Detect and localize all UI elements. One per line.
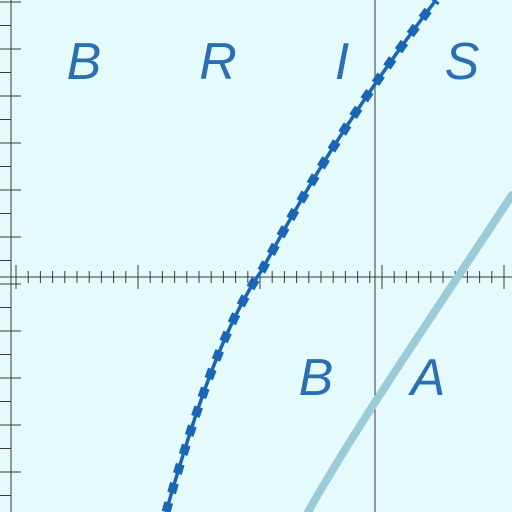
map-label: A [410, 349, 446, 407]
map-label: R [199, 33, 237, 91]
dark-blue-road [164, 0, 438, 512]
horizontal-scale-ticks [15, 265, 505, 289]
light-blue-road [304, 191, 512, 512]
vertical-scale-ticks [0, 1, 21, 496]
map-label: B [298, 349, 334, 407]
map-label: B [66, 33, 102, 91]
map-label: I [334, 33, 350, 91]
map-label: S [444, 33, 480, 91]
